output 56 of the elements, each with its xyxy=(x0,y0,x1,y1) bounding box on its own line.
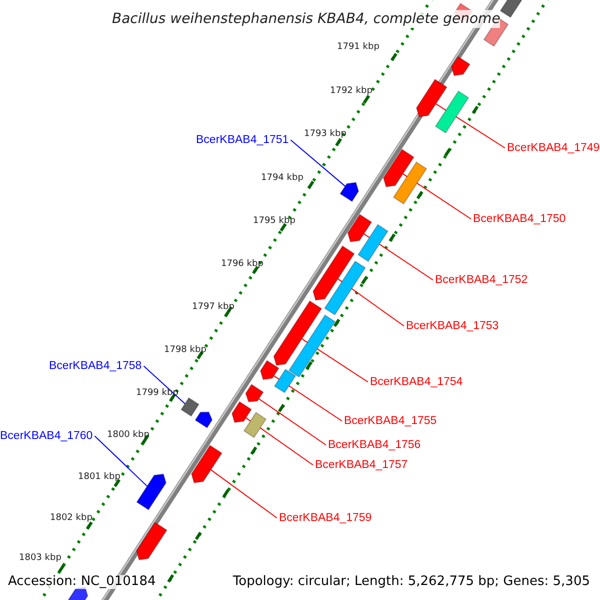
gene-block xyxy=(273,300,322,366)
scale-label: 1794 kbp xyxy=(261,172,304,185)
gene-label: BcerKBAB4_1756 xyxy=(328,438,421,452)
gene-block xyxy=(245,384,264,402)
scale-label: 1798 kbp xyxy=(164,344,206,357)
gene-block xyxy=(500,0,524,18)
gene-block xyxy=(382,148,414,188)
gene-label: BcerKBAB4_1757 xyxy=(315,458,408,472)
gene-block xyxy=(358,224,388,262)
map-title: Bacillus weihenstephanensis KBAB4, complete genome xyxy=(112,10,500,28)
scale-label: 1796 kbp xyxy=(221,258,264,271)
gene-block xyxy=(136,474,167,510)
scale-label: 1791 kbp xyxy=(337,41,380,54)
leader-line xyxy=(273,375,342,422)
gene-label: BcerKBAB4_1758 xyxy=(49,359,142,373)
gene-label: BcerKBAB4_1750 xyxy=(473,212,566,226)
gene-block xyxy=(347,214,372,242)
leader-line xyxy=(143,366,186,404)
gene-label: BcerKBAB4_1752 xyxy=(435,273,528,287)
gene-block xyxy=(340,182,360,202)
scale-label: 1800 kbp xyxy=(107,429,150,442)
gene-block xyxy=(416,78,448,118)
scale-label: 1801 kbp xyxy=(78,471,120,484)
scale-label: 1802 kbp xyxy=(50,512,92,525)
gene-block xyxy=(243,412,267,438)
gene-block xyxy=(260,360,280,380)
gene-block xyxy=(312,245,355,301)
leader-line xyxy=(290,140,346,187)
gene-label: BcerKBAB4_1754 xyxy=(370,375,463,389)
gene-block xyxy=(392,161,428,205)
scale-label: 1797 kbp xyxy=(192,301,234,314)
leader-line xyxy=(258,398,326,446)
gene-block xyxy=(194,412,213,428)
scale-label: 1792 kbp xyxy=(330,85,372,98)
gene-label: BcerKBAB4_1749 xyxy=(507,141,600,155)
gene-block xyxy=(180,397,200,417)
genome-stats-text: Topology: circular; Length: 5,262,775 bp; Genes: 5,305 xyxy=(232,575,590,589)
gene-block xyxy=(231,401,252,423)
gene-label: BcerKBAB4_1759 xyxy=(279,511,372,525)
gene-block xyxy=(434,90,470,134)
gene-block xyxy=(288,314,336,378)
gene-label: BcerKBAB4_1760 xyxy=(0,429,93,443)
gene-block xyxy=(274,368,296,394)
leader-line xyxy=(94,436,148,487)
gene-label: BcerKBAB4_1751 xyxy=(196,133,289,147)
gene-block xyxy=(190,444,222,484)
leader-line xyxy=(210,469,278,518)
gene-block xyxy=(450,56,470,76)
gene-label: BcerKBAB4_1755 xyxy=(344,414,437,428)
scale-label: 1793 kbp xyxy=(304,128,346,141)
scale-label: 1803 kbp xyxy=(19,552,62,565)
gene-block xyxy=(324,260,366,316)
gene-block xyxy=(136,522,168,560)
accession-text: Accession: NC_010184 xyxy=(8,575,156,589)
gene-label: BcerKBAB4_1753 xyxy=(406,319,499,333)
scale-label: 1795 kbp xyxy=(253,215,296,228)
